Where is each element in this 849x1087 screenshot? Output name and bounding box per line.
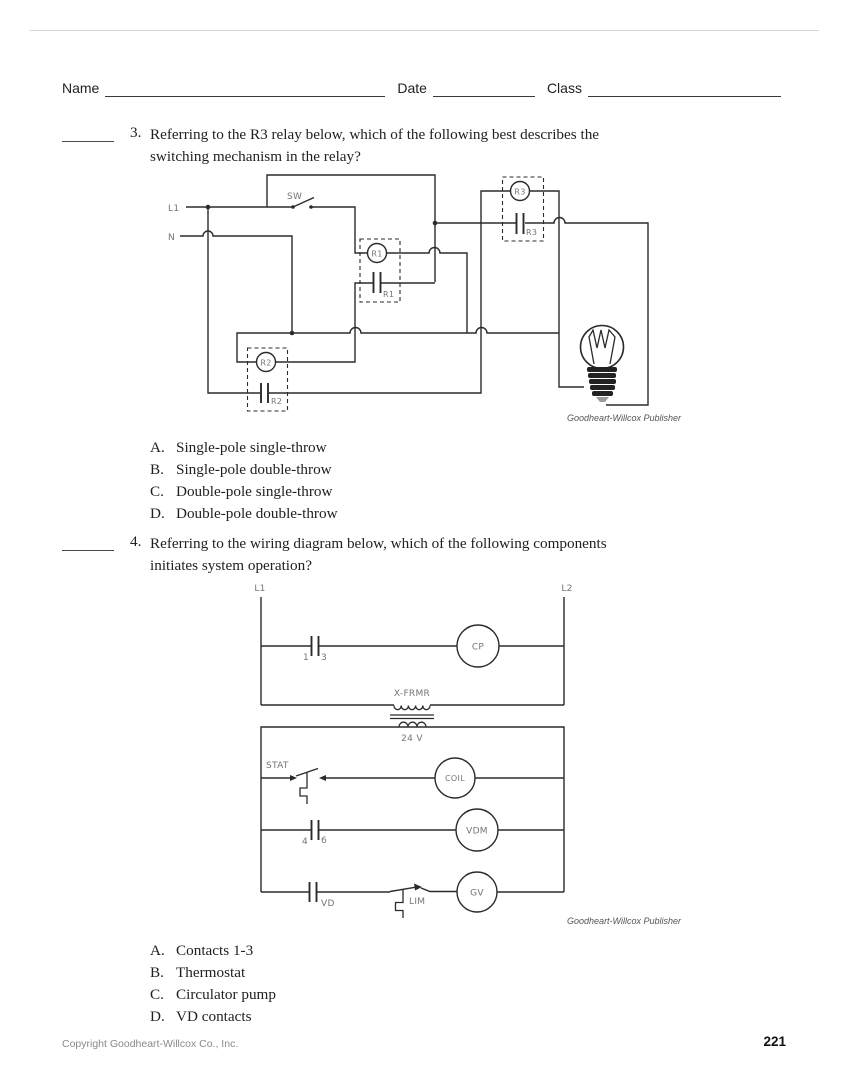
stat-label: STAT bbox=[266, 761, 289, 771]
q4-text-line2: initiates system operation? bbox=[150, 557, 312, 574]
q3-option-c-text: Double-pole single-throw bbox=[176, 483, 333, 500]
q4-option-b-letter: B. bbox=[150, 964, 164, 981]
q4-option-c-text: Circulator pump bbox=[176, 986, 276, 1003]
contact-6-label: 6 bbox=[321, 836, 327, 846]
q4-option-b: B. Thermostat bbox=[150, 962, 276, 984]
q4-option-a-text: Contacts 1-3 bbox=[176, 942, 254, 959]
copyright-text: Copyright Goodheart-Willcox Co., Inc. bbox=[62, 1038, 239, 1050]
contact-3-label: 3 bbox=[321, 653, 327, 663]
l1-terminal-label: L1 bbox=[168, 204, 179, 214]
date-label: Date bbox=[397, 80, 427, 96]
r1-contact-label: R1 bbox=[383, 290, 394, 299]
relay-r3 bbox=[501, 176, 545, 242]
relay-r1 bbox=[359, 238, 401, 303]
wiring-diagram: L1 L2 1 3 CP X-FRMR 24 V STAT COIL 4 6 V… bbox=[254, 584, 682, 926]
l2-rail-label: L2 bbox=[561, 584, 572, 594]
header: Name Date Class bbox=[62, 80, 781, 97]
class-label: Class bbox=[546, 80, 582, 96]
relay-circuit-diagram: L1 N SW R1 R1 R2 R2 R3 R3 Goodheart-Will… bbox=[168, 174, 682, 424]
name-blank-line bbox=[105, 80, 386, 97]
limit-switch-lim bbox=[389, 883, 422, 918]
diagram2-credit: Goodheart-Willcox Publisher bbox=[567, 916, 682, 926]
r2-coil-label: R2 bbox=[260, 359, 271, 368]
name-label: Name bbox=[62, 80, 100, 96]
coil-label: COIL bbox=[445, 774, 465, 783]
q4-option-a: A. Contacts 1-3 bbox=[150, 940, 276, 962]
q3-option-d-letter: D. bbox=[150, 505, 165, 522]
q3-text-line2: switching mechanism in the relay? bbox=[150, 148, 361, 165]
diagram2-labels: L1 L2 1 3 CP X-FRMR 24 V STAT COIL 4 6 V… bbox=[254, 584, 682, 926]
q3-option-b-letter: B. bbox=[150, 461, 164, 478]
q3-options: A. Single-pole single-throw B. Single-po… bbox=[150, 437, 338, 525]
gv-label: GV bbox=[470, 889, 484, 899]
q3-option-a-letter: A. bbox=[150, 439, 165, 456]
q3-option-a-text: Single-pole single-throw bbox=[176, 439, 327, 456]
load-circles bbox=[434, 624, 500, 913]
24v-label: 24 V bbox=[401, 734, 423, 744]
page-top-rule bbox=[30, 30, 819, 31]
q4-option-d-letter: D. bbox=[150, 1008, 165, 1025]
q3-option-c: C. Double-pole single-throw bbox=[150, 481, 338, 503]
q3-option-a: A. Single-pole single-throw bbox=[150, 437, 338, 459]
vd-label: VD bbox=[321, 899, 335, 909]
contact-1-3 bbox=[310, 636, 320, 656]
q3-option-b-text: Single-pole double-throw bbox=[176, 461, 332, 478]
thermostat-stat bbox=[290, 767, 326, 804]
circuit-wires bbox=[180, 174, 649, 406]
q3-text-line1: Referring to the R3 relay below, which o… bbox=[150, 126, 600, 143]
ladder-wires bbox=[260, 597, 565, 893]
lim-label: LIM bbox=[409, 897, 425, 907]
q4-option-c: C. Circulator pump bbox=[150, 984, 276, 1006]
q4-option-d-text: VD contacts bbox=[176, 1008, 252, 1025]
contact-4-label: 4 bbox=[302, 837, 308, 847]
q4-option-a-letter: A. bbox=[150, 942, 165, 959]
q4-number: 4. bbox=[130, 533, 142, 550]
l1-rail-label: L1 bbox=[254, 584, 265, 594]
q3-option-b: B. Single-pole double-throw bbox=[150, 459, 338, 481]
r2-contact-label: R2 bbox=[271, 397, 282, 406]
light-bulb bbox=[579, 324, 625, 402]
diagram1-labels: L1 N SW R1 R1 R2 R2 R3 R3 Goodheart-Will… bbox=[168, 188, 682, 424]
class-blank-line bbox=[587, 80, 781, 97]
r1-coil-label: R1 bbox=[371, 250, 382, 259]
contact-vd bbox=[308, 882, 318, 902]
transformer bbox=[390, 705, 434, 728]
q3-text: Referring to the R3 relay below, which o… bbox=[150, 124, 599, 168]
q3-option-c-letter: C. bbox=[150, 483, 164, 500]
q4-text-line1: Referring to the wiring diagram below, w… bbox=[150, 535, 607, 552]
page-number: 221 bbox=[763, 1034, 786, 1049]
q3-number: 3. bbox=[130, 124, 142, 141]
r3-coil-label: R3 bbox=[514, 188, 525, 197]
r3-contact-label: R3 bbox=[526, 228, 537, 237]
q4-text: Referring to the wiring diagram below, w… bbox=[150, 533, 607, 577]
q3-option-d: D. Double-pole double-throw bbox=[150, 503, 338, 525]
contact-4-6 bbox=[310, 820, 320, 840]
q4-option-c-letter: C. bbox=[150, 986, 164, 1003]
q4-answer-blank bbox=[62, 537, 114, 551]
xfrmr-label: X-FRMR bbox=[394, 689, 430, 699]
contact-1-label: 1 bbox=[303, 653, 309, 663]
relay-r2 bbox=[246, 347, 289, 412]
date-blank-line bbox=[432, 80, 535, 97]
q3-answer-blank bbox=[62, 128, 114, 142]
cp-label: CP bbox=[472, 643, 485, 653]
q4-options: A. Contacts 1-3 B. Thermostat C. Circula… bbox=[150, 940, 276, 1028]
diagram1-credit: Goodheart-Willcox Publisher bbox=[567, 413, 682, 423]
n-terminal-label: N bbox=[168, 233, 175, 243]
junction-dots bbox=[205, 204, 438, 336]
q4-option-b-text: Thermostat bbox=[176, 964, 246, 981]
vdm-label: VDM bbox=[466, 827, 488, 837]
q3-option-d-text: Double-pole double-throw bbox=[176, 505, 338, 522]
sw-label: SW bbox=[287, 192, 302, 202]
q4-option-d: D. VD contacts bbox=[150, 1006, 276, 1028]
switch-sw bbox=[291, 196, 315, 209]
